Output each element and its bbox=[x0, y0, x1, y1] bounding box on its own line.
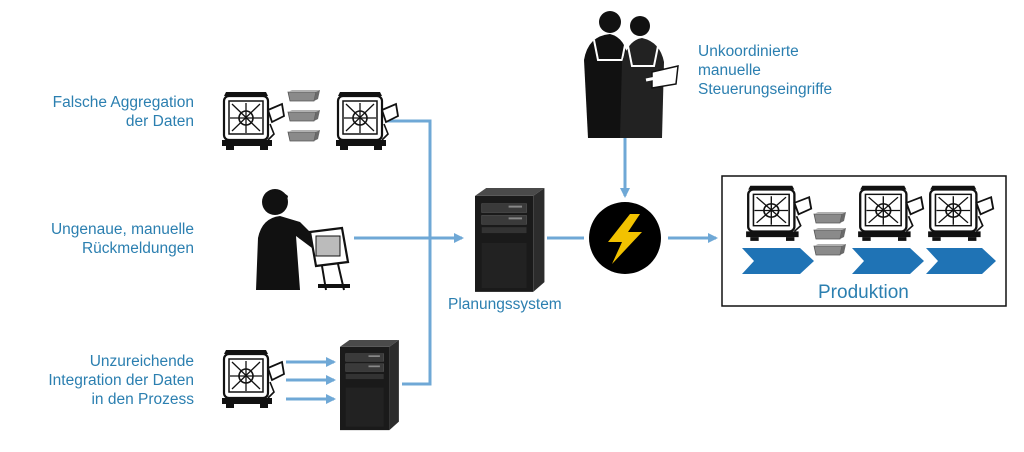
issue-feedback-line-1: Ungenaue, manuelle bbox=[50, 221, 194, 238]
issue-aggregation-line-2: der Daten bbox=[125, 113, 194, 130]
issue-intervention-line-1: Unkoordinierte bbox=[698, 43, 799, 60]
process-chevron-icon bbox=[742, 248, 996, 274]
issue-aggregation-line-1: Falsche Aggregation bbox=[52, 94, 194, 111]
issue-intervention-line-2: manuelle bbox=[698, 62, 761, 79]
planning-system-label: Planungssystem bbox=[448, 296, 562, 313]
connector-lines bbox=[286, 119, 718, 404]
issue-intervention-label: Unkoordinierte manuelle Steuerungseingri… bbox=[698, 42, 832, 99]
issue-aggregation-label: Falsche Aggregation der Daten bbox=[53, 93, 194, 131]
production-label: Produktion bbox=[818, 282, 909, 303]
machine-icon bbox=[220, 348, 286, 410]
server-tower-icon bbox=[474, 187, 546, 293]
issue-intervention-line-3: Steuerungseingriffe bbox=[698, 81, 833, 98]
issue-integration-line-3: in den Prozess bbox=[91, 391, 194, 408]
two-workers-icon bbox=[584, 11, 679, 138]
issue-integration-line-1: Unzureichende bbox=[89, 353, 194, 370]
issue-feedback-label: Ungenaue, manuelle Rückmeldungen bbox=[51, 220, 194, 258]
machine-icon bbox=[334, 90, 400, 152]
server-tower-icon bbox=[339, 339, 400, 431]
issue-integration-line-2: Integration der Daten bbox=[48, 372, 194, 389]
issue-integration-label: Unzureichende Integration der Daten in d… bbox=[48, 352, 194, 409]
worker-at-terminal-icon bbox=[252, 186, 350, 291]
lightning-warning-icon bbox=[589, 202, 661, 274]
issue-feedback-line-2: Rückmeldungen bbox=[81, 240, 194, 257]
tray-stack-icon bbox=[813, 211, 847, 256]
tray-stack-icon bbox=[287, 89, 321, 142]
machine-icon bbox=[220, 90, 286, 152]
